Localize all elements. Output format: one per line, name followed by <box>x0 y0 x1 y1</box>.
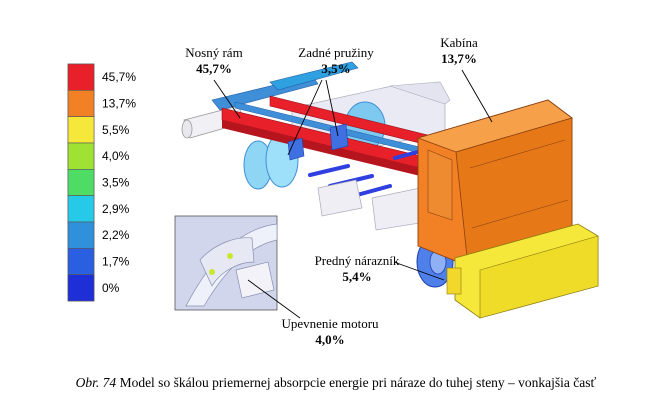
legend-swatch <box>67 195 95 223</box>
legend-label: 3,5% <box>102 176 130 190</box>
legend-swatch <box>67 248 95 275</box>
legend-swatch <box>67 274 95 302</box>
mount-point-1 <box>227 253 233 259</box>
cabin-door <box>427 149 453 221</box>
leader-bumper <box>393 261 445 281</box>
legend-swatch <box>67 63 95 91</box>
leader-frame <box>213 79 241 119</box>
truck-model <box>181 61 599 319</box>
springs-name-label: Zadné pružiny <box>298 45 374 60</box>
caption-ref: Obr. 74 <box>75 375 117 390</box>
rear-body-top <box>389 81 451 105</box>
frame-rail-shadow <box>222 120 470 188</box>
bumper-face <box>479 235 599 319</box>
leader-lines <box>213 69 493 319</box>
legend-swatch <box>67 116 95 144</box>
engine-mount-inset <box>174 215 278 311</box>
leader-engine <box>247 279 301 319</box>
legend-swatch <box>67 142 95 170</box>
cabin-name-label: Kabína <box>440 35 478 50</box>
tube-end <box>181 119 193 139</box>
cabin-value-label: 13,7% <box>441 51 477 66</box>
legend-swatch <box>67 221 95 249</box>
tank-box <box>317 179 363 217</box>
color-scale-legend: 45,7% 13,7% 5,5% 4,0% 3,5% 2,9% 2,2% 1,7% 0% <box>67 63 136 302</box>
legend-label: 0% <box>102 281 120 295</box>
legend-label: 2,2% <box>102 228 130 242</box>
springs-value-label: 3,5% <box>321 61 350 76</box>
engine-mount-value-label: 4,0% <box>315 332 344 347</box>
inset-bolt <box>235 261 275 299</box>
frame-name-label: Nosný rám <box>185 45 242 60</box>
caption-text: Model so škálou priemernej absorpcie ene… <box>116 375 597 390</box>
engine-mount-name-label: Upevnenie motoru <box>281 316 379 331</box>
legend-swatch <box>67 90 95 117</box>
legend-label: 5,5% <box>102 123 130 137</box>
bumper-value-label: 5,4% <box>342 269 371 284</box>
legend-label: 1,7% <box>102 255 130 269</box>
cabin-line-2 <box>471 199 569 229</box>
legend-label: 13,7% <box>102 97 136 111</box>
spring-bracket-rear <box>287 137 305 161</box>
leader-springs-a <box>287 79 323 156</box>
legend-label: 45,7% <box>102 70 136 84</box>
bumper-name-label: Predný nárazník <box>315 253 400 268</box>
legend-label: 2,9% <box>102 202 130 216</box>
figure-caption: Obr. 74 Model so škálou priemernej absor… <box>0 375 672 391</box>
frame-value-label: 45,7% <box>196 61 232 76</box>
leader-cabin <box>461 69 493 123</box>
legend-swatch <box>67 169 95 196</box>
bumper-bracket <box>446 267 462 295</box>
spring-bracket <box>329 123 349 151</box>
leader-springs-b <box>325 79 339 137</box>
legend-label: 4,0% <box>102 149 130 163</box>
top-rail-back <box>269 61 359 91</box>
cabin-line <box>469 139 566 169</box>
mount-point-2 <box>209 269 215 275</box>
